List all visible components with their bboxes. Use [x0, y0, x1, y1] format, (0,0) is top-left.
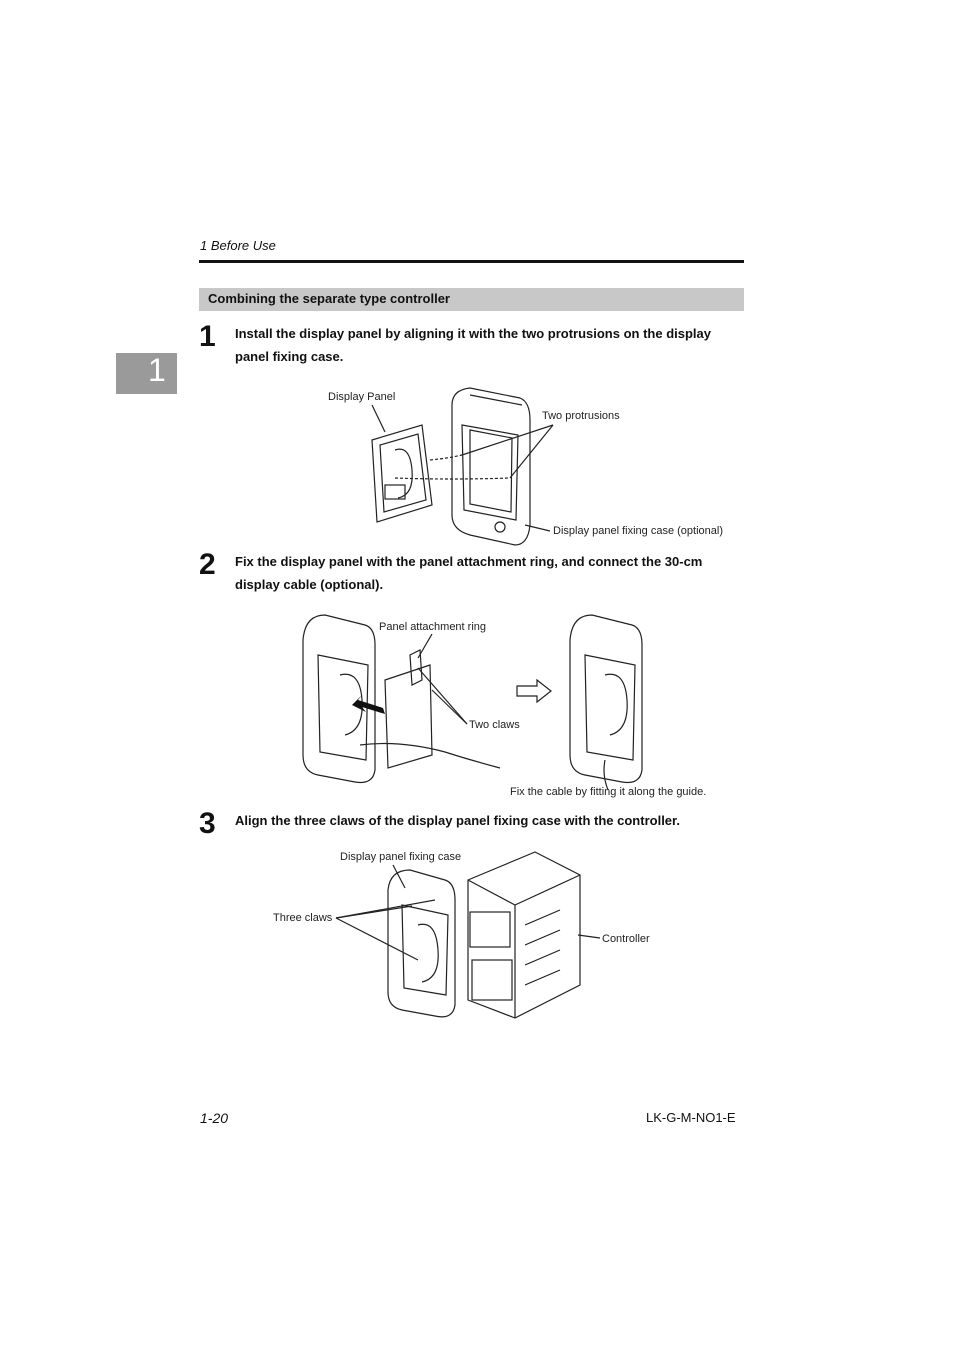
header-rule	[199, 260, 744, 263]
section-bar	[199, 288, 744, 311]
chapter-tab-number: 1	[148, 352, 166, 388]
page-number: 1-20	[200, 1110, 229, 1126]
label-cable-guide: Fix the cable by fitting it along the gu…	[510, 786, 707, 798]
label-two-protrusions: Two protrusions	[542, 410, 620, 422]
section-title: Combining the separate type controller	[208, 291, 450, 306]
label-panel-attachment-ring: Panel attachment ring	[379, 621, 487, 633]
label-controller: Controller	[602, 933, 650, 945]
document-code: LK-G-M-NO1-E	[646, 1110, 736, 1125]
label-fixing-case-optional: Display panel fixing case (optional)	[553, 525, 723, 537]
step-1-text: Install the display panel by aligning it…	[235, 326, 711, 364]
label-fixing-case: Display panel fixing case	[340, 851, 462, 863]
chapter-tab	[116, 353, 177, 394]
step-2-text: Fix the display panel with the panel att…	[235, 554, 703, 592]
step-1-number: 1	[199, 320, 216, 353]
label-display-panel: Display Panel	[328, 391, 396, 403]
label-three-claws: Three claws	[273, 912, 333, 924]
step-3-text: Align the three claws of the display pan…	[235, 813, 680, 828]
chapter-header: 1 Before Use	[200, 238, 276, 253]
step-3-number: 3	[199, 807, 216, 840]
label-two-claws: Two claws	[469, 719, 520, 731]
step-2-number: 2	[199, 548, 216, 581]
